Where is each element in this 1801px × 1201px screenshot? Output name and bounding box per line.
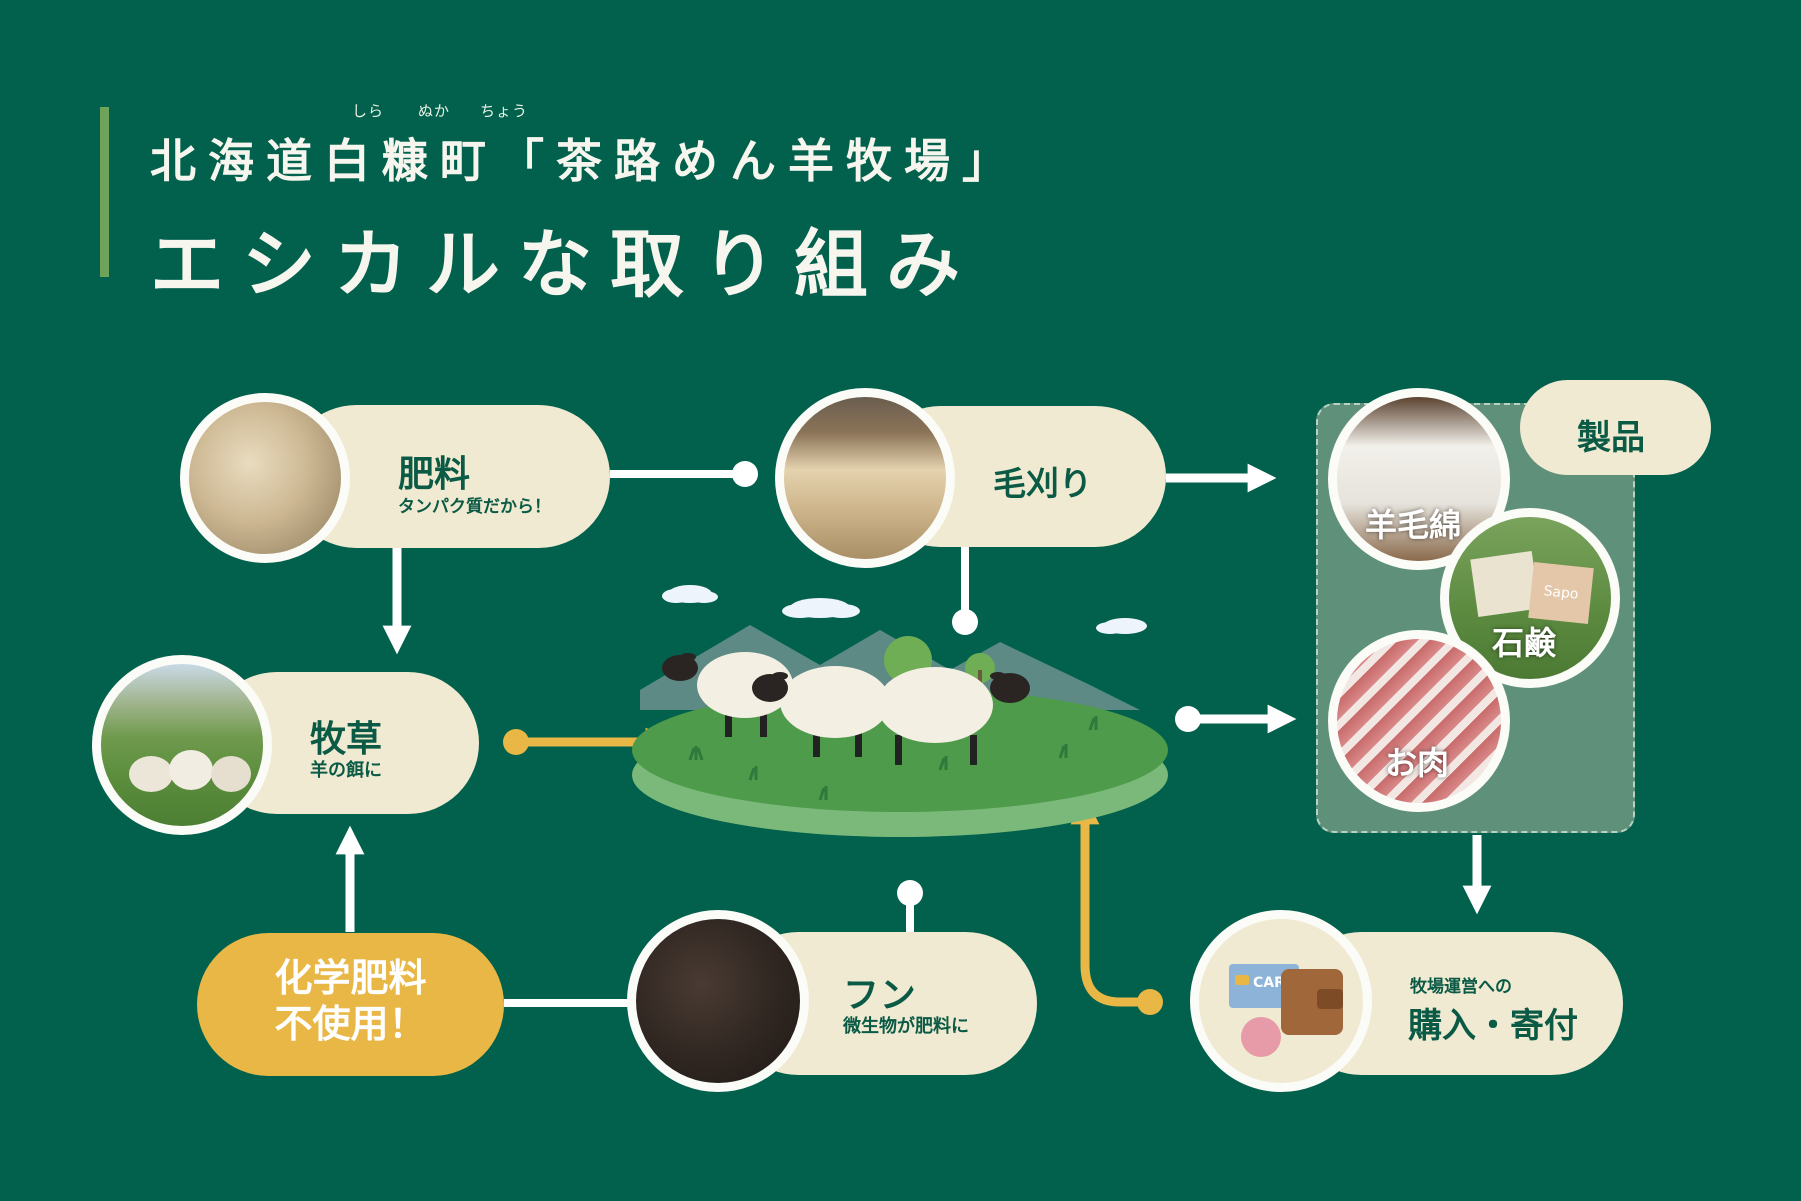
arrow-farm-products bbox=[1175, 706, 1282, 732]
sheep-icon bbox=[101, 664, 263, 826]
dung-subtitle: 微生物が肥料に bbox=[843, 1012, 969, 1038]
sheep-farm-illustration bbox=[620, 570, 1180, 870]
connector-dung-farm bbox=[897, 880, 923, 940]
soap-bar-stamp: Sapo bbox=[1528, 562, 1594, 624]
purchase-subtitle: 牧場運営への bbox=[1410, 972, 1512, 997]
meat-photo bbox=[1328, 630, 1510, 812]
purchase-title: 購入・寄付 bbox=[1408, 998, 1578, 1047]
wallet-icon: CARD bbox=[1199, 919, 1363, 1083]
dung-soil-photo bbox=[627, 910, 809, 1092]
shearing-photo bbox=[775, 388, 955, 568]
cloud-icon bbox=[662, 585, 1147, 634]
fertilizer-subtitle: タンパク質だから！ bbox=[398, 492, 551, 517]
product-wool-cotton: 羊毛綿 bbox=[1365, 500, 1461, 546]
shearing-title: 毛刈り bbox=[993, 457, 1092, 505]
pasture-title: 牧草 bbox=[310, 710, 382, 762]
dung-title: フン bbox=[843, 966, 916, 1018]
fertilizer-photo bbox=[180, 393, 350, 563]
product-meat: お肉 bbox=[1385, 738, 1449, 784]
connector-fertilizer-shearing bbox=[610, 461, 758, 487]
pasture-photo bbox=[92, 655, 272, 835]
wallet-illustration: CARD bbox=[1190, 910, 1372, 1092]
products-heading: 製品 bbox=[1577, 410, 1645, 459]
fertilizer-title: 肥料 bbox=[398, 445, 470, 497]
product-soap: 石鹸 bbox=[1492, 618, 1556, 664]
no-chem-line2: 不使用！ bbox=[197, 1001, 504, 1047]
pasture-subtitle: 羊の餌に bbox=[310, 756, 382, 782]
no-chem-line1: 化学肥料 bbox=[197, 955, 504, 1001]
no-chemical-fertilizer-text: 化学肥料 不使用！ bbox=[197, 955, 504, 1047]
